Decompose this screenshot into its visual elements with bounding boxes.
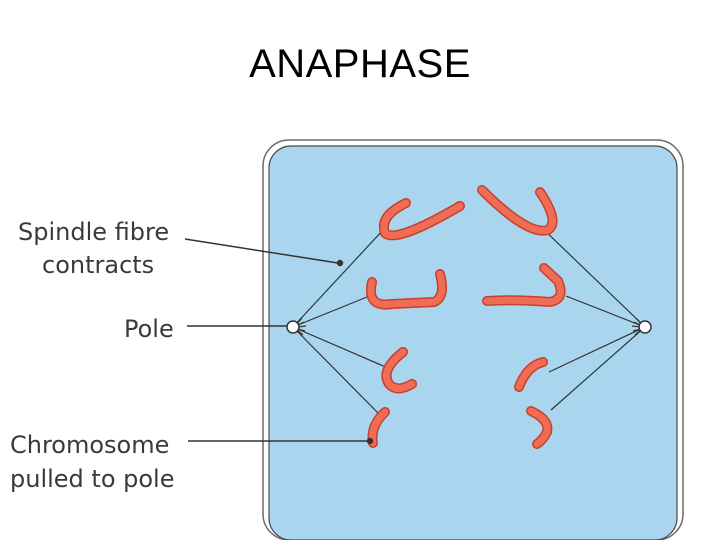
label-pulled-to-pole: pulled to pole xyxy=(10,465,174,493)
right-spindle-fibres xyxy=(539,225,646,411)
label-contracts: contracts xyxy=(42,251,154,279)
leader-lines xyxy=(184,238,374,445)
cell-outer-border xyxy=(262,139,684,540)
left-spindle-fibres xyxy=(292,229,389,414)
page-title: ANAPHASE xyxy=(249,42,471,86)
left-pole xyxy=(286,320,300,334)
label-pole: Pole xyxy=(124,315,174,343)
label-chromosome: Chromosome xyxy=(10,431,169,459)
right-pole xyxy=(638,320,652,334)
label-spindle-fibre: Spindle fibre xyxy=(18,218,169,246)
